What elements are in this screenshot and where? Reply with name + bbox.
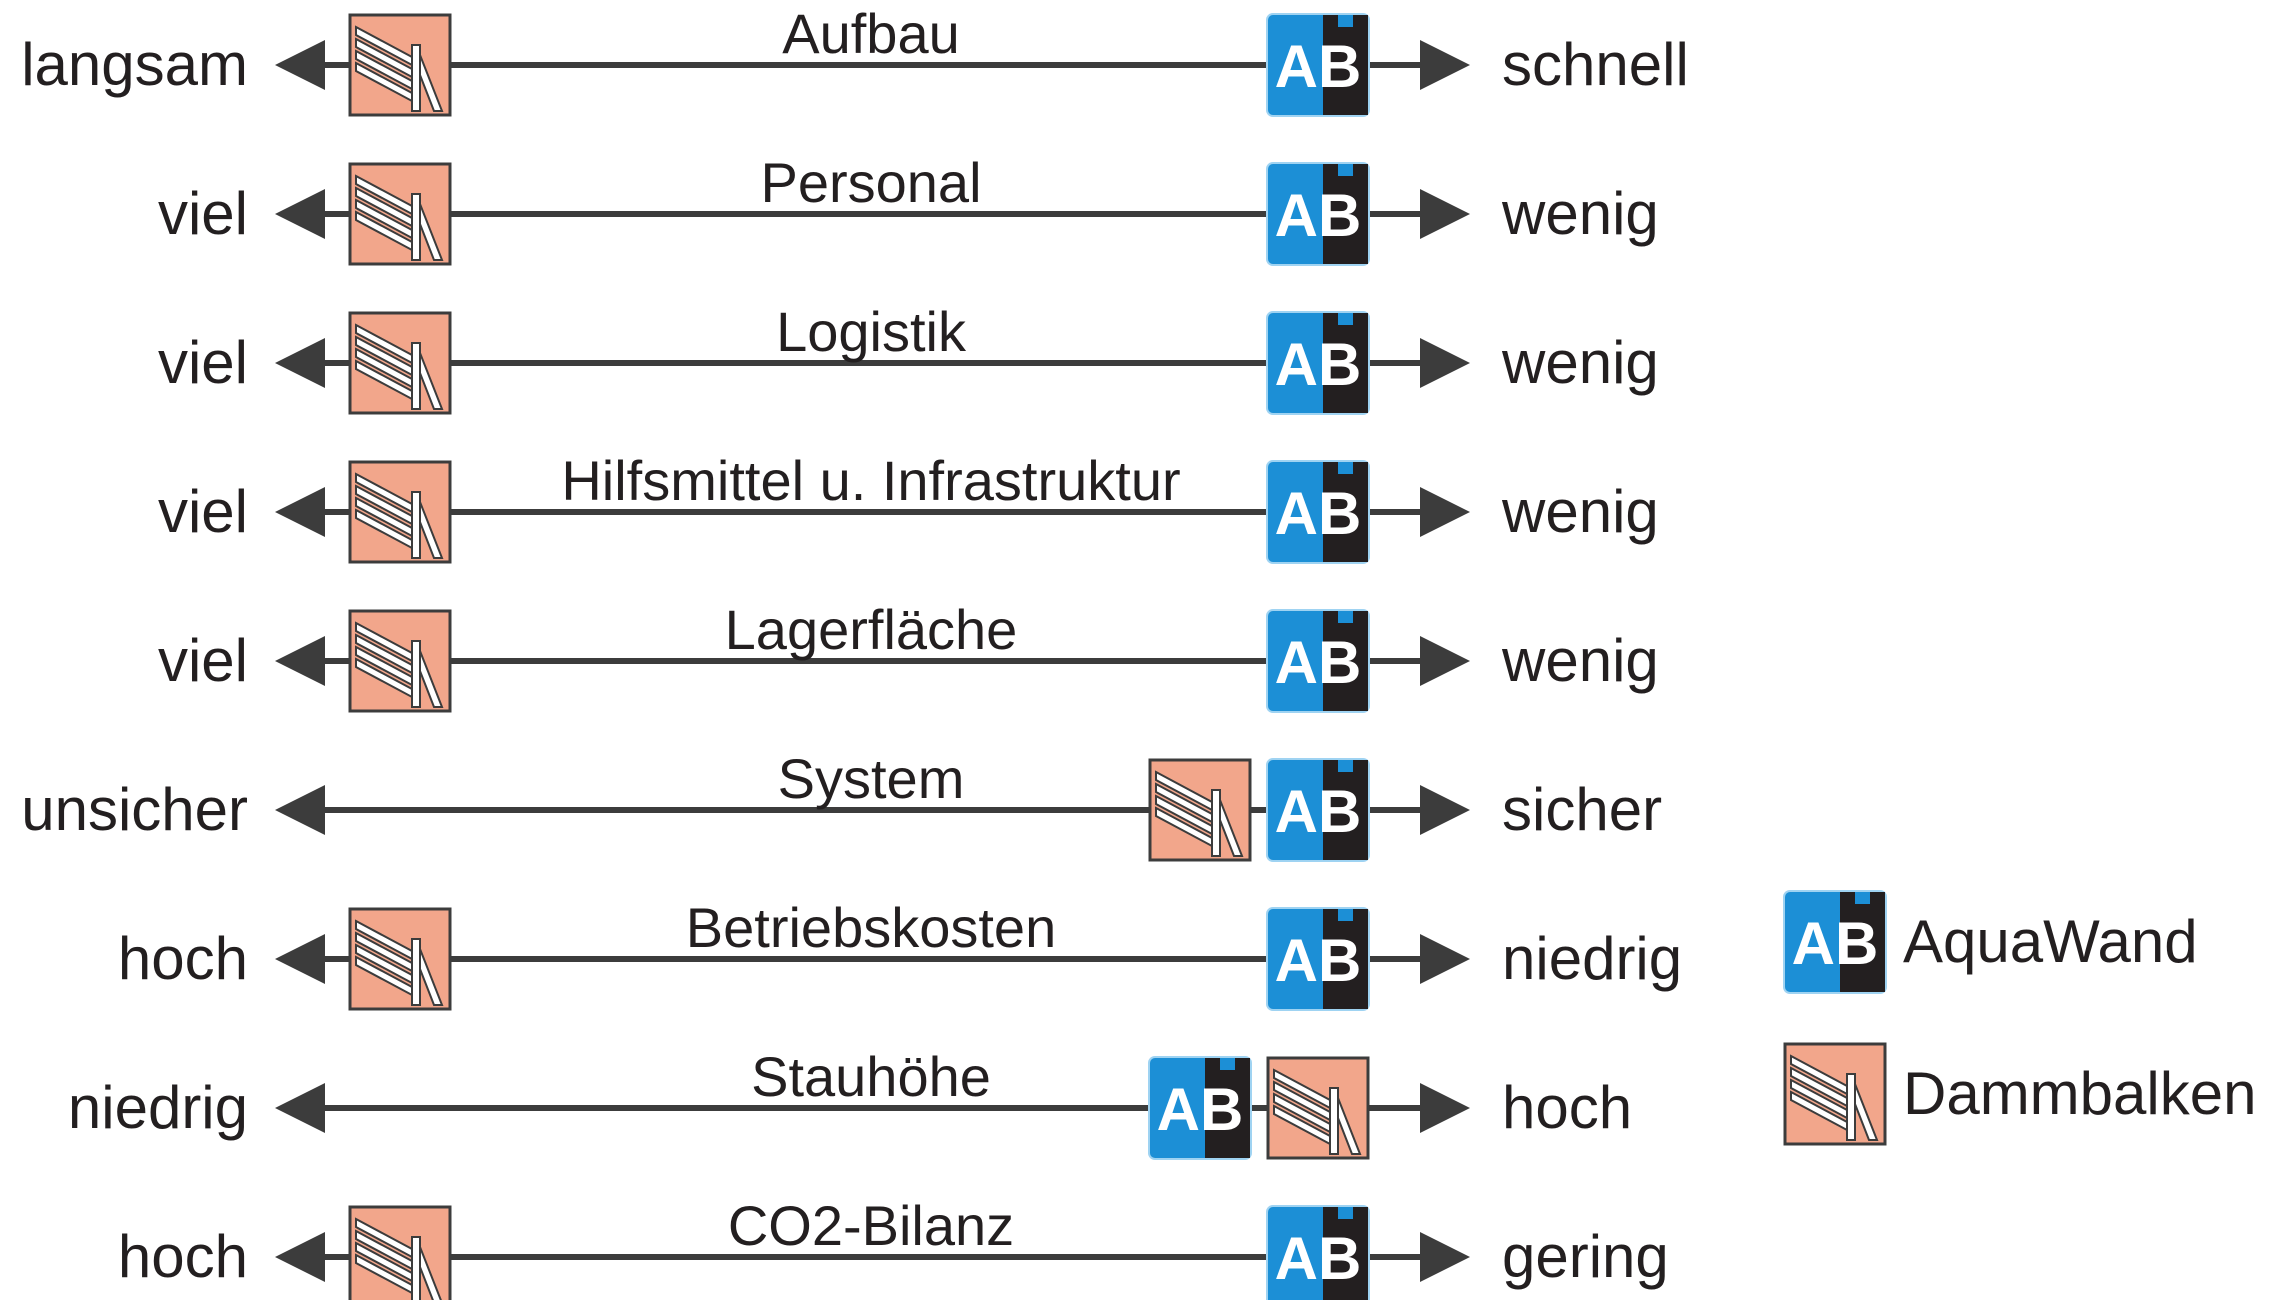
aquawand-icon: AB [1783,890,1887,994]
aquawand-logo-text: AB [1792,910,1879,977]
left-label: unsicher [21,776,248,843]
right-label: schnell [1502,31,1689,98]
dammbalken-icon [348,1205,452,1300]
aquawand-logo-text: AB [1275,629,1362,696]
comparison-row: System unsicher sicher AB [21,747,1662,862]
right-label: wenig [1501,627,1659,694]
aquawand-icon: AB [1266,460,1370,564]
arrow-left-icon [275,40,325,90]
left-label: langsam [21,31,248,98]
aquawand-icon: AB [1266,1205,1370,1300]
legend-item: Dammbalken [1783,1042,2256,1146]
row-title: Logistik [776,300,967,363]
left-label: viel [158,329,248,396]
right-label: sicher [1502,776,1662,843]
aquawand-logo-text: AB [1275,1225,1362,1292]
legend-item: AB AquaWand [1783,890,2198,994]
comparison-row: Stauhöhe niedrig hoch AB [68,1045,1632,1160]
right-label: wenig [1501,478,1659,545]
aquawand-logo-text: AB [1275,927,1362,994]
dammbalken-icon [348,907,452,1011]
arrow-left-icon [275,1083,325,1133]
aquawand-icon: AB [1266,13,1370,117]
arrow-right-icon [1420,934,1470,984]
arrow-left-icon [275,487,325,537]
aquawand-icon: AB [1266,758,1370,862]
aquawand-logo-text: AB [1275,33,1362,100]
right-label: hoch [1502,1074,1632,1141]
arrow-right-icon [1420,338,1470,388]
left-label: hoch [118,925,248,992]
aquawand-icon: AB [1148,1056,1252,1160]
aquawand-logo-text: AB [1157,1076,1244,1143]
dammbalken-icon [1266,1056,1370,1160]
legend-label: Dammbalken [1903,1060,2256,1127]
dammbalken-icon [348,13,452,117]
arrow-left-icon [275,338,325,388]
comparison-row: Betriebskosten hoch niedrig AB [118,896,1682,1011]
dammbalken-icon [1148,758,1252,862]
comparison-row: Lagerfläche viel wenig AB [158,598,1659,713]
left-label: viel [158,180,248,247]
dammbalken-icon [348,311,452,415]
comparison-row: Logistik viel wenig AB [158,300,1659,415]
row-title: Lagerfläche [725,598,1018,661]
arrow-right-icon [1420,487,1470,537]
arrow-left-icon [275,189,325,239]
right-label: gering [1502,1223,1669,1290]
left-label: viel [158,478,248,545]
aquawand-icon: AB [1266,907,1370,1011]
dammbalken-icon [348,460,452,564]
row-title: System [778,747,965,810]
comparison-row: Personal viel wenig AB [158,151,1659,266]
arrow-right-icon [1420,40,1470,90]
arrow-left-icon [275,1232,325,1282]
dammbalken-icon [1783,1042,1887,1146]
aquawand-logo-text: AB [1275,480,1362,547]
aquawand-logo-text: AB [1275,778,1362,845]
row-title: Aufbau [782,2,960,65]
left-label: niedrig [68,1074,248,1141]
legend-label: AquaWand [1903,908,2198,975]
comparison-row: Hilfsmittel u. Infrastruktur viel wenig AB [158,449,1659,564]
row-title: Hilfsmittel u. Infrastruktur [561,449,1180,512]
arrow-right-icon [1420,785,1470,835]
left-label: hoch [118,1223,248,1290]
aquawand-icon: AB [1266,311,1370,415]
aquawand-icon: AB [1266,162,1370,266]
dammbalken-icon [348,609,452,713]
arrow-right-icon [1420,636,1470,686]
arrow-left-icon [275,785,325,835]
aquawand-logo-text: AB [1275,331,1362,398]
row-title: Stauhöhe [751,1045,991,1108]
dammbalken-icon [348,162,452,266]
row-title: Betriebskosten [686,896,1056,959]
row-title: CO2-Bilanz [728,1194,1014,1257]
arrow-left-icon [275,934,325,984]
right-label: niedrig [1502,925,1682,992]
aquawand-logo-text: AB [1275,182,1362,249]
comparison-row: Aufbau langsam schnell AB [21,2,1689,117]
comparison-row: CO2-Bilanz hoch gering AB [118,1194,1669,1300]
left-label: viel [158,627,248,694]
arrow-right-icon [1420,189,1470,239]
right-label: wenig [1501,180,1659,247]
arrow-right-icon [1420,1083,1470,1133]
arrow-left-icon [275,636,325,686]
aquawand-icon: AB [1266,609,1370,713]
right-label: wenig [1501,329,1659,396]
arrow-right-icon [1420,1232,1470,1282]
row-title: Personal [760,151,981,214]
